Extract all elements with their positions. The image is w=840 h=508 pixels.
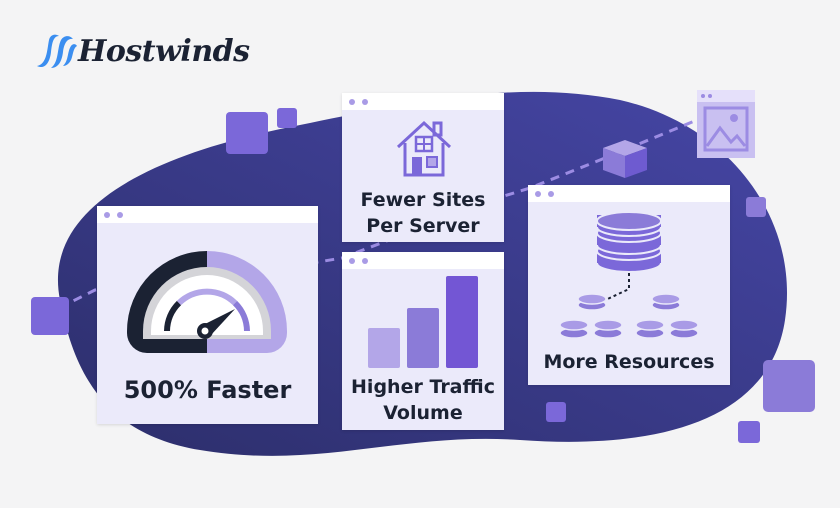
bar-chart-icon bbox=[368, 276, 478, 368]
deco-square bbox=[746, 197, 766, 217]
card-label: Fewer Sites Per Server bbox=[342, 187, 504, 239]
window-titlebar bbox=[342, 93, 504, 110]
database-icon bbox=[559, 211, 699, 339]
card-faster: 500% Faster bbox=[97, 206, 318, 424]
card-label: Higher Traffic Volume bbox=[342, 374, 504, 426]
label-line: Volume bbox=[383, 402, 463, 424]
deco-square bbox=[738, 421, 760, 443]
card-fewer-sites: Fewer Sites Per Server bbox=[342, 93, 504, 242]
deco-square bbox=[277, 108, 297, 128]
bar-small bbox=[368, 328, 400, 368]
bar-medium bbox=[407, 308, 439, 368]
image-window-icon bbox=[697, 90, 755, 158]
label-line: Fewer Sites bbox=[360, 189, 486, 211]
house-icon bbox=[396, 120, 452, 177]
speedometer-icon bbox=[127, 251, 287, 353]
bar-large bbox=[446, 276, 478, 368]
window-titlebar bbox=[342, 252, 504, 269]
deco-square bbox=[546, 402, 566, 422]
label-line: Higher Traffic bbox=[351, 376, 495, 398]
card-more-resources: More Resources bbox=[528, 185, 730, 385]
window-titlebar bbox=[97, 206, 318, 223]
deco-square bbox=[763, 360, 815, 412]
card-label: 500% Faster bbox=[123, 376, 292, 404]
card-higher-traffic: Higher Traffic Volume bbox=[342, 252, 504, 430]
deco-square bbox=[31, 297, 69, 335]
card-label: More Resources bbox=[543, 351, 715, 373]
brand-name: Hostwinds bbox=[78, 34, 250, 69]
cube-icon bbox=[603, 140, 647, 178]
window-titlebar bbox=[528, 185, 730, 202]
wind-logo-icon bbox=[37, 34, 77, 68]
deco-square bbox=[226, 112, 268, 154]
label-line: Per Server bbox=[366, 215, 480, 237]
